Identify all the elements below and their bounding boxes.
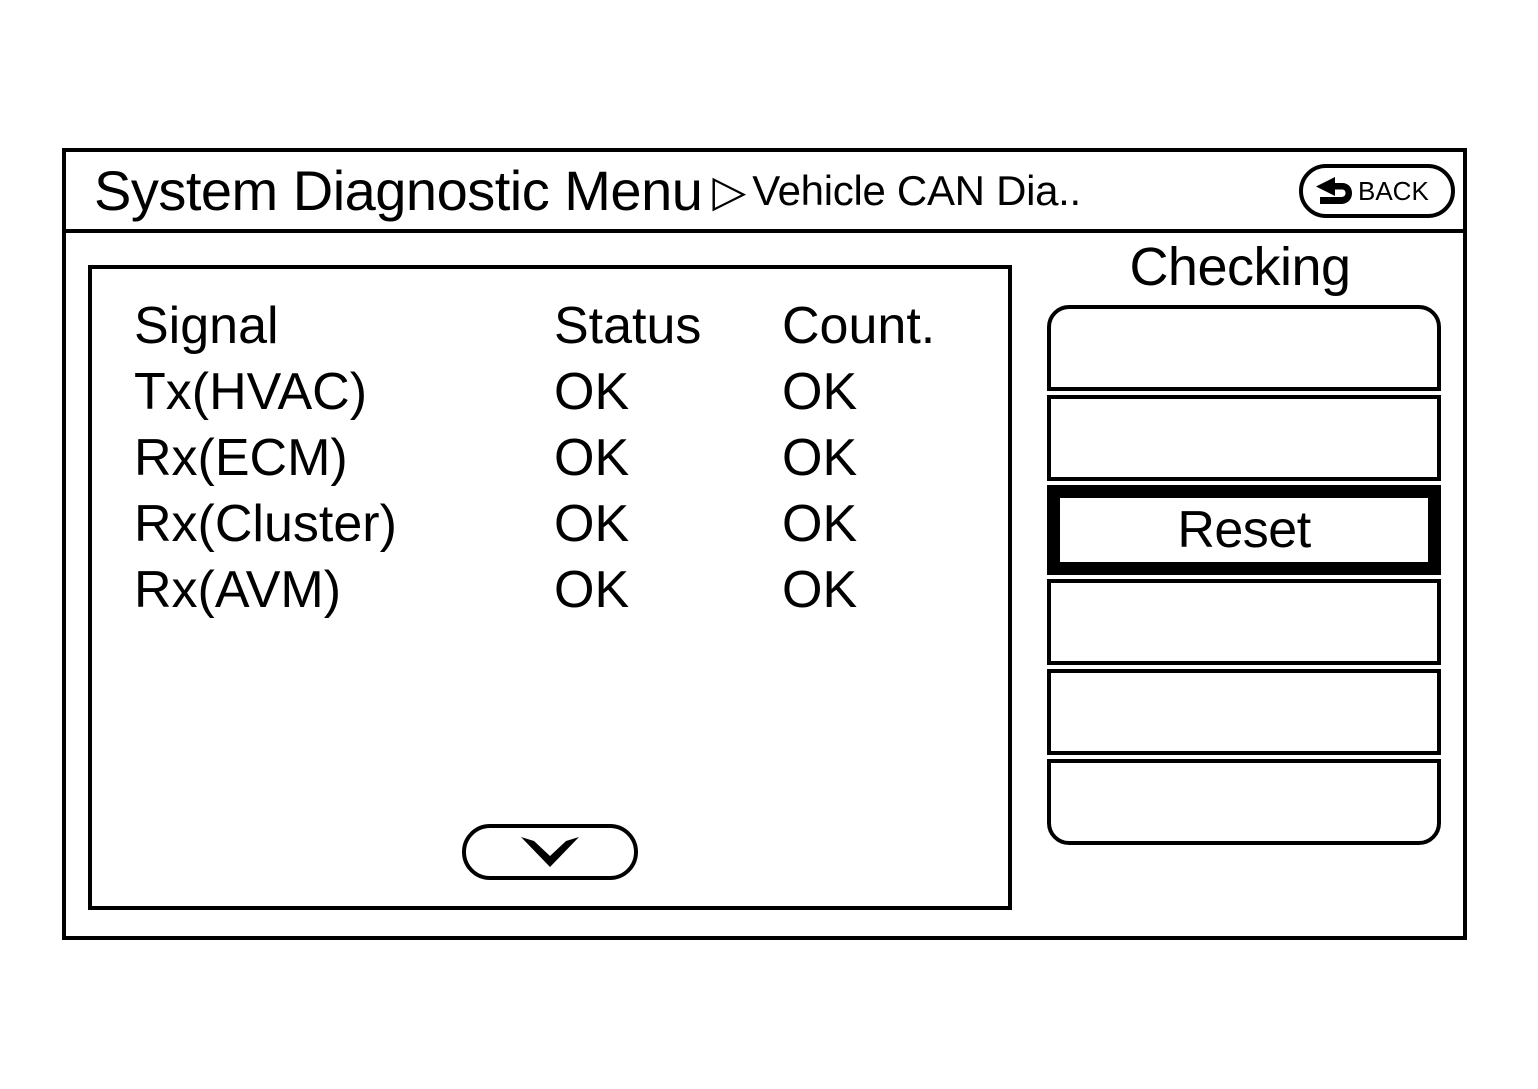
- cell-signal: Rx(Cluster): [134, 495, 397, 553]
- signal-table: Signal Status Count. Tx(HVAC) OK OK Rx(E…: [134, 293, 1002, 623]
- cell-signal: Tx(HVAC): [134, 363, 368, 421]
- column-header-status: Status: [554, 297, 702, 355]
- side-panel: Checking Reset: [1040, 233, 1441, 936]
- table-row[interactable]: Tx(HVAC) OK OK: [134, 359, 1002, 425]
- table-row[interactable]: Rx(Cluster) OK OK: [134, 491, 1002, 557]
- title-bar: System Diagnostic Menu ▷ Vehicle CAN Dia…: [66, 152, 1463, 233]
- table-header-row: Signal Status Count.: [134, 293, 1002, 359]
- side-button-6[interactable]: [1047, 759, 1441, 845]
- signal-list-panel: Signal Status Count. Tx(HVAC) OK OK Rx(E…: [88, 265, 1012, 910]
- cell-count: OK: [782, 561, 858, 619]
- scroll-down-button[interactable]: [462, 824, 638, 880]
- device-screen-frame: System Diagnostic Menu ▷ Vehicle CAN Dia…: [62, 148, 1467, 940]
- cell-count: OK: [782, 429, 858, 487]
- cell-status: OK: [554, 429, 630, 487]
- cell-count: OK: [782, 495, 858, 553]
- breadcrumb-current-page: Vehicle CAN Dia..: [752, 166, 1081, 214]
- table-row[interactable]: Rx(ECM) OK OK: [134, 425, 1002, 491]
- back-button-label: BACK: [1358, 176, 1429, 206]
- side-button-2[interactable]: [1047, 395, 1441, 481]
- side-button-stack: Reset: [1047, 305, 1441, 845]
- column-header-signal: Signal: [134, 297, 279, 355]
- chevron-down-icon: [521, 837, 579, 867]
- cell-signal: Rx(ECM): [134, 429, 348, 487]
- cell-status: OK: [554, 495, 630, 553]
- back-button[interactable]: BACK: [1299, 164, 1455, 218]
- status-text: Checking: [1129, 237, 1351, 297]
- cell-status: OK: [554, 561, 630, 619]
- reset-button-label: Reset: [1177, 501, 1311, 559]
- page-title: System Diagnostic Menu: [94, 158, 703, 222]
- side-button-1[interactable]: [1047, 305, 1441, 391]
- reset-button[interactable]: Reset: [1047, 485, 1441, 575]
- cell-count: OK: [782, 363, 858, 421]
- breadcrumb-separator-icon: ▷: [712, 166, 747, 216]
- content-area: Signal Status Count. Tx(HVAC) OK OK Rx(E…: [66, 233, 1463, 936]
- side-button-4[interactable]: [1047, 579, 1441, 665]
- cell-status: OK: [554, 363, 630, 421]
- side-button-5[interactable]: [1047, 669, 1441, 755]
- back-arrow-icon: [1316, 177, 1352, 204]
- table-row[interactable]: Rx(AVM) OK OK: [134, 557, 1002, 623]
- cell-signal: Rx(AVM): [134, 561, 342, 619]
- column-header-count: Count.: [782, 297, 936, 355]
